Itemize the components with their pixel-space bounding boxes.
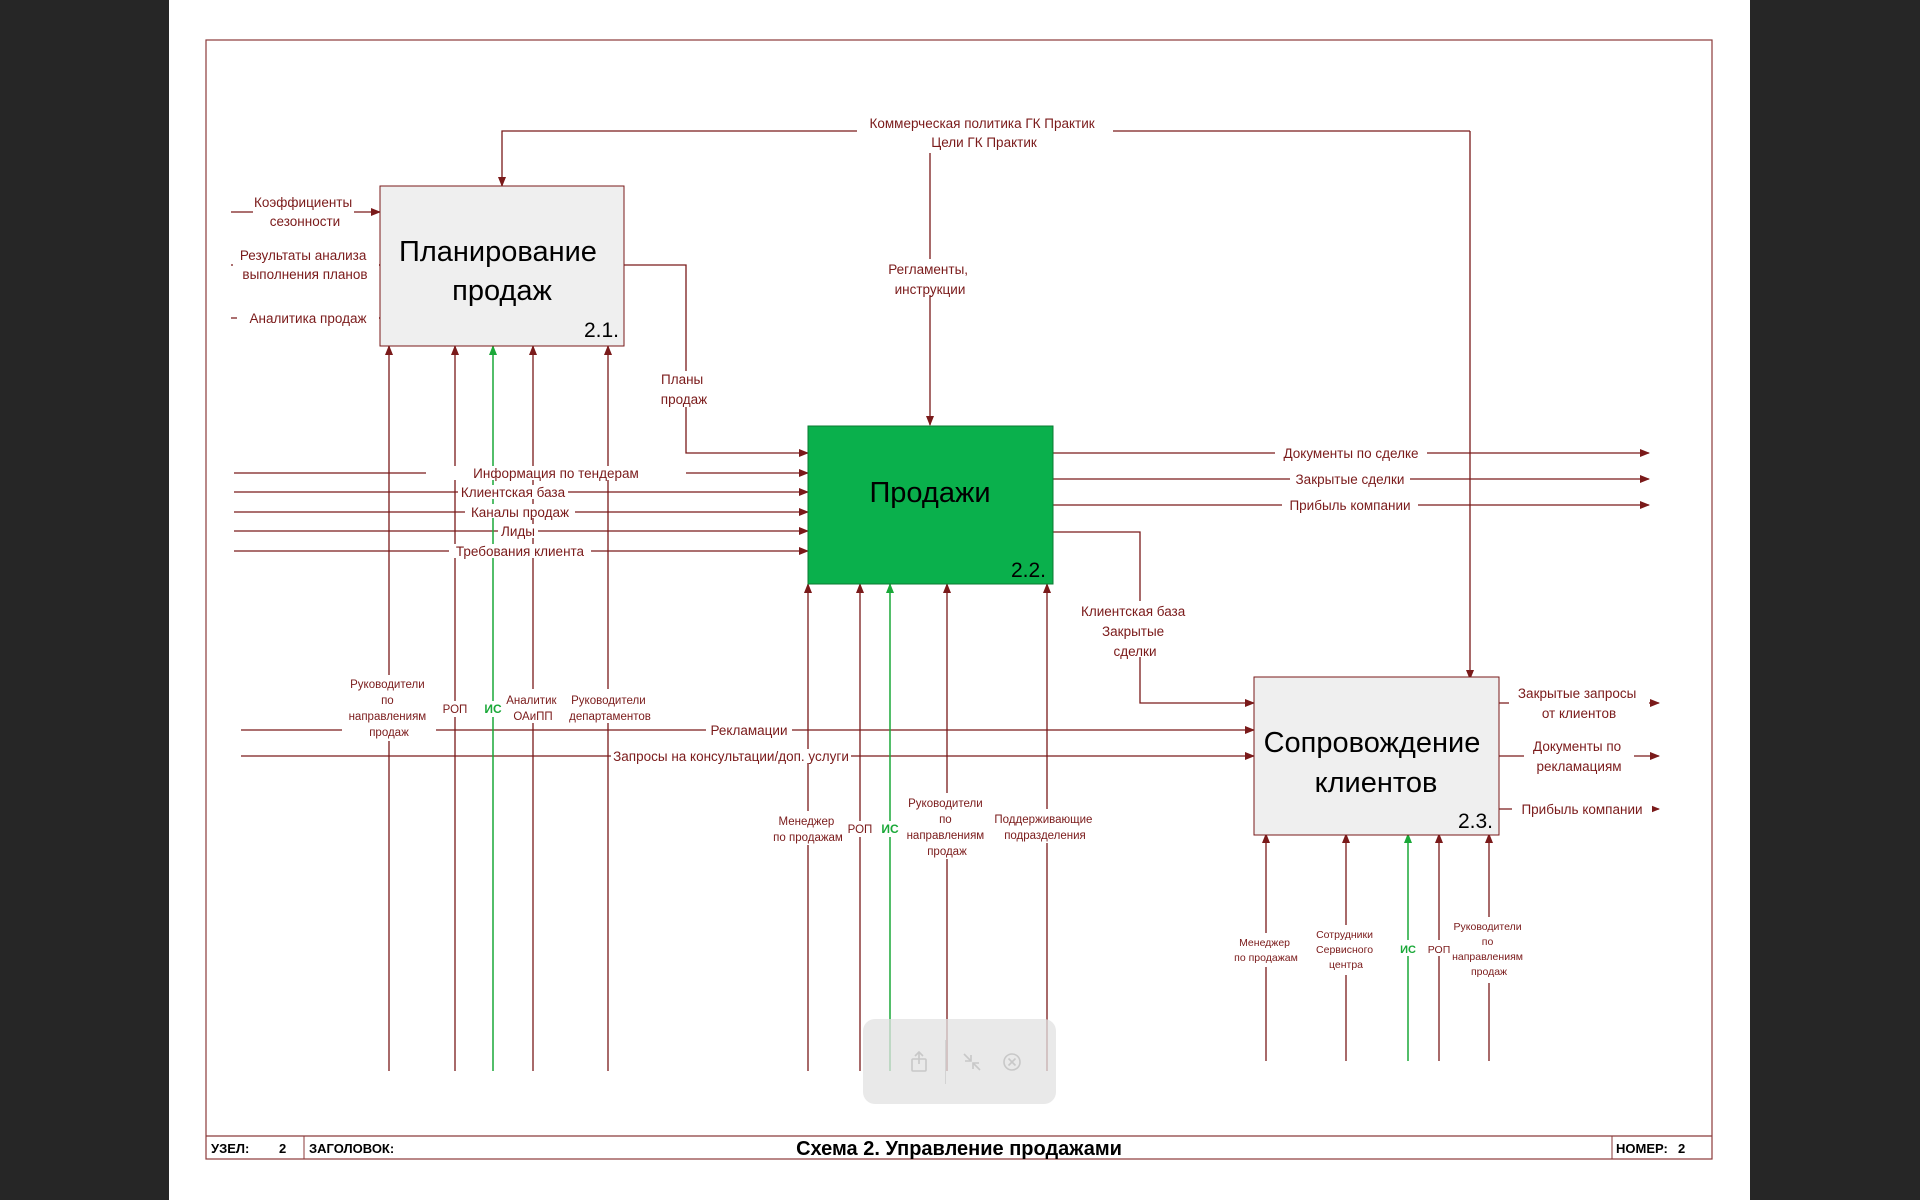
label-sales-plans: Планы продаж	[661, 372, 707, 407]
toolbar-separator	[945, 1039, 946, 1084]
viewer-toolbar	[863, 1019, 1056, 1104]
label-mech-support-manager: Менеджер по продажам	[1234, 937, 1298, 964]
label-mech-sales-is: ИС	[881, 822, 899, 836]
label-output-deal-documents: Документы по сделке	[1283, 446, 1418, 461]
box-sales[interactable]: Продажи 2.2.	[807, 425, 1054, 585]
label-sales-to-support: Клиентская база Закрытые сделки	[1081, 604, 1189, 659]
diagram-frame	[205, 39, 1713, 1160]
label-mech-plan-dept-heads: Руководители департаментов	[569, 695, 651, 723]
label-sales-analytics: Аналитика продаж	[249, 311, 366, 326]
label-output-support-profit: Прибыль компании	[1521, 802, 1642, 817]
label-mech-support-heads: Руководители по направлениям продаж	[1452, 921, 1526, 978]
label-commercial-policy: Коммерческая политика ГК Практик Цели ГК…	[870, 116, 1099, 150]
label-mech-plan-is: ИС	[484, 702, 502, 716]
footer-node-label: УЗЕЛ:	[211, 1141, 249, 1156]
footer-title: Схема 2. Управление продажами	[796, 1138, 1122, 1160]
footer-title-label: ЗАГОЛОВОК:	[309, 1141, 394, 1156]
label-input-requirements: Требования клиента	[456, 544, 585, 559]
box-planning-title: Планирование продаж	[399, 236, 605, 307]
footer-node-value: 2	[279, 1141, 286, 1156]
label-plan-results: Результаты анализа выполнения планов	[240, 248, 370, 282]
diagram-page: Планирование продаж 2.1. Продажи 2.2. Со…	[169, 0, 1750, 1200]
label-mech-sales-heads: Руководители по направлениям продаж	[907, 798, 988, 858]
collapse-icon[interactable]	[952, 1042, 992, 1082]
box-support[interactable]: Сопровождение клиентов 2.3.	[1253, 676, 1500, 836]
label-input-tenders: Информация по тендерам	[473, 466, 639, 481]
box-support-number: 2.3.	[1458, 810, 1493, 833]
box-planning-number: 2.1.	[584, 319, 619, 342]
label-mech-sales-support-units: Поддерживающие подразделения	[994, 814, 1095, 842]
label-regulations: Регламенты, инструкции	[888, 262, 972, 297]
label-mech-plan-heads: Руководители по направлениям продаж	[349, 679, 430, 739]
close-icon[interactable]	[992, 1042, 1032, 1082]
label-input-client-base: Клиентская база	[461, 485, 566, 500]
box-support-title: Сопровождение клиентов	[1264, 727, 1489, 799]
label-mech-plan-rop: РОП	[443, 704, 468, 716]
footer-number-label: НОМЕР:	[1616, 1141, 1668, 1156]
box-planning[interactable]: Планирование продаж 2.1.	[379, 185, 625, 347]
label-output-profit: Прибыль компании	[1289, 498, 1410, 513]
idef0-diagram: Планирование продаж 2.1. Продажи 2.2. Со…	[205, 39, 1713, 1160]
label-mech-sales-manager: Менеджер по продажам	[773, 816, 843, 844]
label-mech-plan-analyst: Аналитик ОАиПП	[506, 695, 559, 723]
share-icon[interactable]	[899, 1042, 939, 1082]
label-mech-support-rop: РОП	[1428, 944, 1451, 956]
label-seasonality: Коэффициенты сезонности	[254, 195, 356, 229]
label-output-complaint-docs: Документы по рекламациям	[1533, 739, 1625, 774]
box-sales-number: 2.2.	[1011, 559, 1046, 582]
box-planning-rect	[379, 185, 625, 347]
label-output-closed-requests: Закрытые запросы от клиентов	[1518, 686, 1640, 721]
label-input-consult-requests: Запросы на консультации/доп. услуги	[613, 749, 849, 764]
label-mech-sales-rop: РОП	[848, 824, 873, 836]
footer-number-value: 2	[1678, 1141, 1685, 1156]
label-input-channels: Каналы продаж	[471, 505, 569, 520]
arrow-commercial-policy-to-planning	[498, 130, 1470, 187]
label-mech-support-is: ИС	[1400, 944, 1416, 956]
arrow-sales-plans	[624, 264, 809, 457]
label-mech-support-service: Сотрудники Сервисного центра	[1316, 929, 1376, 971]
box-support-rect	[1253, 676, 1500, 836]
label-input-leads: Лиды	[501, 524, 535, 539]
box-sales-title: Продажи	[869, 477, 990, 509]
label-output-closed-deals: Закрытые сделки	[1296, 472, 1405, 487]
label-input-complaints: Рекламации	[711, 723, 788, 738]
box-sales-rect	[807, 425, 1054, 585]
